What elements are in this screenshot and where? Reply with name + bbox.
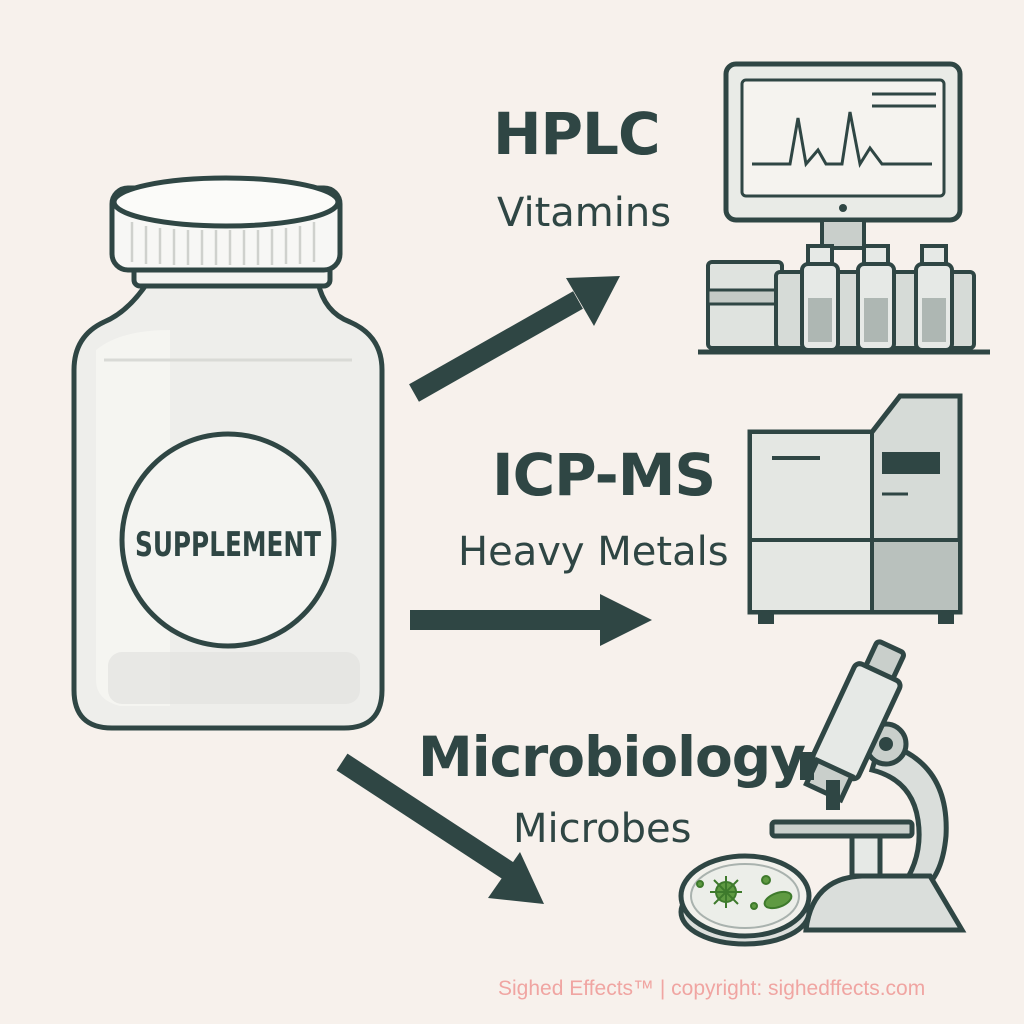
- supplement-bottle-icon: SUPPLEMENT: [71, 175, 385, 731]
- hplc-instrument-icon: [698, 61, 990, 355]
- supplement-label: SUPPLEMENT: [135, 525, 322, 565]
- copyright-watermark: Sighed Effects™ | copyright: sighedffect…: [498, 977, 926, 1000]
- arrow-to-hplc: [409, 276, 620, 402]
- microbiology-heading: Microbiology: [418, 725, 806, 789]
- microscope-petri-dish-icon: [678, 639, 967, 947]
- icp-ms-heading: ICP-MS: [492, 441, 716, 509]
- hplc-heading: HPLC: [493, 100, 661, 168]
- arrow-to-microbiology: [336, 753, 544, 904]
- icp-ms-instrument-icon: [747, 393, 963, 624]
- microbiology-analyte: Microbes: [513, 806, 692, 852]
- arrow-to-icp-ms: [410, 594, 652, 646]
- icp-ms-analyte: Heavy Metals: [458, 529, 729, 575]
- hplc-analyte: Vitamins: [497, 190, 672, 236]
